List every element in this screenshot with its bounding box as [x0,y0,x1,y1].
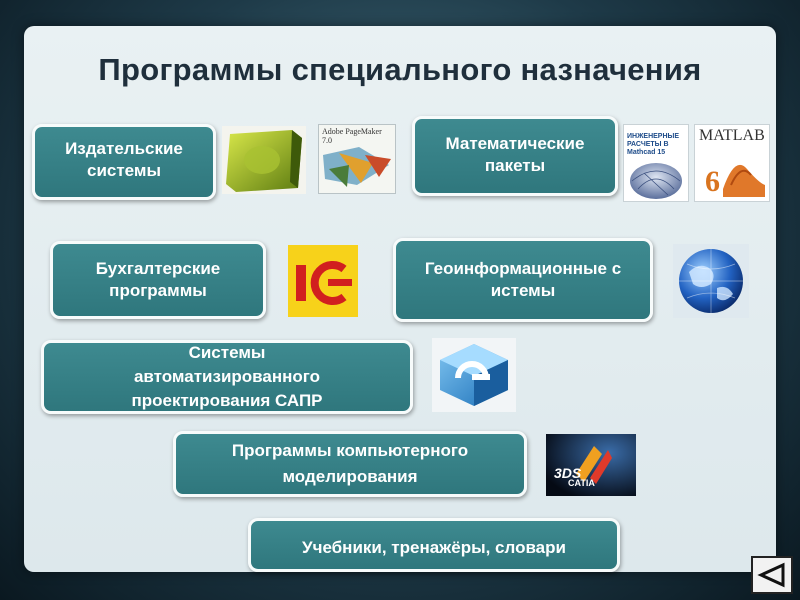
pagemaker-logo-text: Adobe PageMaker 7.0 [322,127,382,145]
globe-icon [673,244,749,318]
back-triangle-icon [757,562,785,588]
compass-3d-icon [432,338,516,412]
mathcad-book-title: ИНЖЕНЕРНЫЕ РАСЧЕТЫ В Mathcad 15 [627,133,680,156]
accounting-programs-label: Бухгалтерские программы [95,259,221,300]
publishing-systems-label: Издательские системы [65,139,183,180]
mathcad-book-icon: ИНЖЕНЕРНЫЕ РАСЧЕТЫ В Mathcad 15 [623,124,689,202]
gis-systems-box: Геоинформационные системы [393,238,653,322]
matlab-book-icon: MATLAB 6 [694,124,770,202]
svg-text:6: 6 [705,165,720,198]
modeling-programs-box: Программы компьютерного моделирования [173,431,527,497]
math-packages-label: Математические пакеты [445,134,585,175]
publishing-systems-box: Издательские системы [32,124,216,200]
cad-systems-label: Системы автоматизированного проектирован… [131,343,323,410]
svg-text:3DS: 3DS [554,465,582,481]
cad-systems-box: Системы автоматизированного проектирован… [41,340,413,414]
math-packages-box: Математические пакеты [412,116,618,196]
gis-systems-label: Геоинформационные системы [424,259,622,300]
back-button[interactable] [751,556,793,594]
modeling-programs-label: Программы компьютерного моделирования [231,441,469,486]
adobe-pagemaker-box-icon: Adobe PageMaker 7.0 [318,124,396,194]
matlab-book-title: MATLAB [699,127,765,144]
1c-logo-icon [288,245,358,317]
quarkxpress-box-icon [222,126,306,194]
catia-logo-text: CATIA [568,478,595,488]
accounting-programs-box: Бухгалтерские программы [50,241,266,319]
slide-title: Программы специального назначения [98,52,702,87]
textbooks-box: Учебники, тренажёры, словари [248,518,620,572]
catia-logo-icon: 3DS CATIA [546,434,636,496]
textbooks-label: Учебники, тренажёры, словари [302,538,566,557]
